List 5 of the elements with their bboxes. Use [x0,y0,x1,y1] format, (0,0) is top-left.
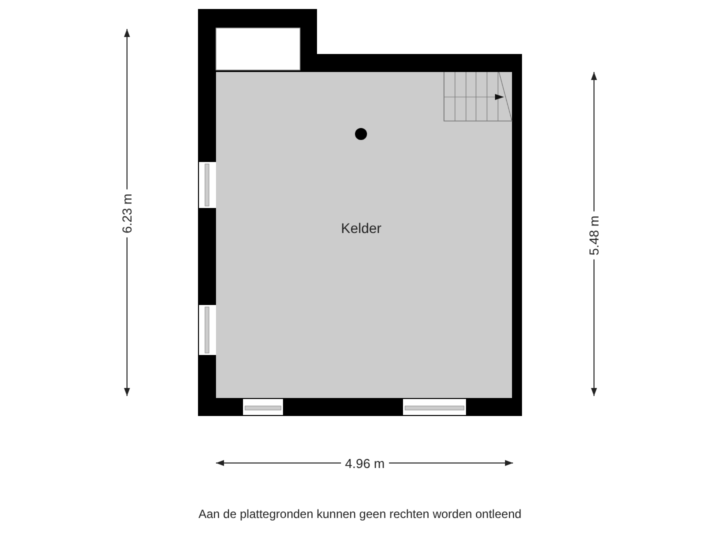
dimension-label: 4.96 m [341,456,389,470]
disclaimer-note: Aan de plattegronden kunnen geen rechten worden ontleend [198,508,522,520]
room-label: Kelder [341,221,382,235]
dimension-label: 5.48 m [587,211,600,259]
dimension-label: 6.23 m [120,189,134,237]
